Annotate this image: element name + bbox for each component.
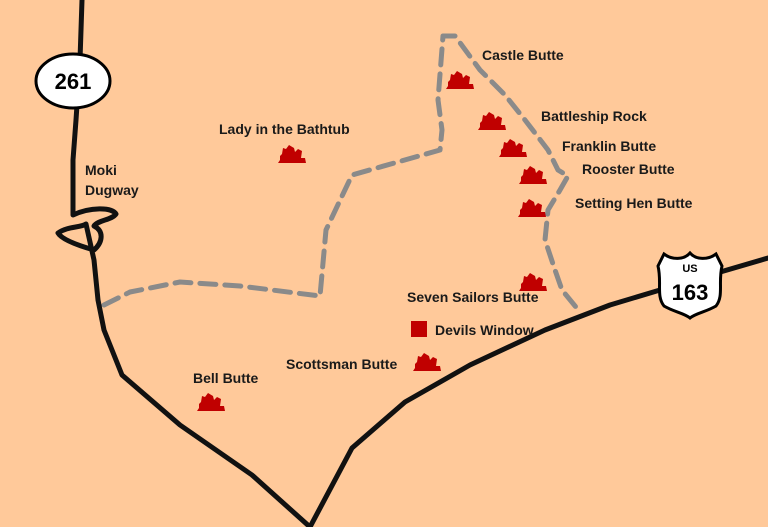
route-261-road (55, 0, 313, 527)
label-moki-dugway-line2: Dugway (85, 182, 139, 198)
devils-window-icon (411, 321, 427, 337)
route-261-number: 261 (55, 69, 92, 94)
label-setting-hen-butte: Setting Hen Butte (575, 195, 693, 211)
label-franklin-butte: Franklin Butte (562, 138, 656, 154)
label-rooster-butte: Rooster Butte (582, 161, 675, 177)
label-lady-in-the-bathtub: Lady in the Bathtub (219, 121, 350, 137)
dirt-trail (101, 33, 583, 315)
label-battleship-rock: Battleship Rock (541, 108, 647, 124)
label-devils-window: Devils Window (435, 322, 534, 338)
label-castle-butte: Castle Butte (482, 47, 564, 63)
us-163-shield: US 163 (656, 250, 724, 320)
label-bell-butte: Bell Butte (193, 370, 259, 386)
label-seven-sailors-butte: Seven Sailors Butte (407, 289, 539, 305)
label-scottsman-butte: Scottsman Butte (286, 356, 397, 372)
us-163-prefix: US (682, 263, 697, 275)
label-moki-dugway-line1: Moki (85, 162, 117, 178)
us-163-number: 163 (672, 280, 709, 305)
route-261-shield: 261 (34, 52, 112, 110)
